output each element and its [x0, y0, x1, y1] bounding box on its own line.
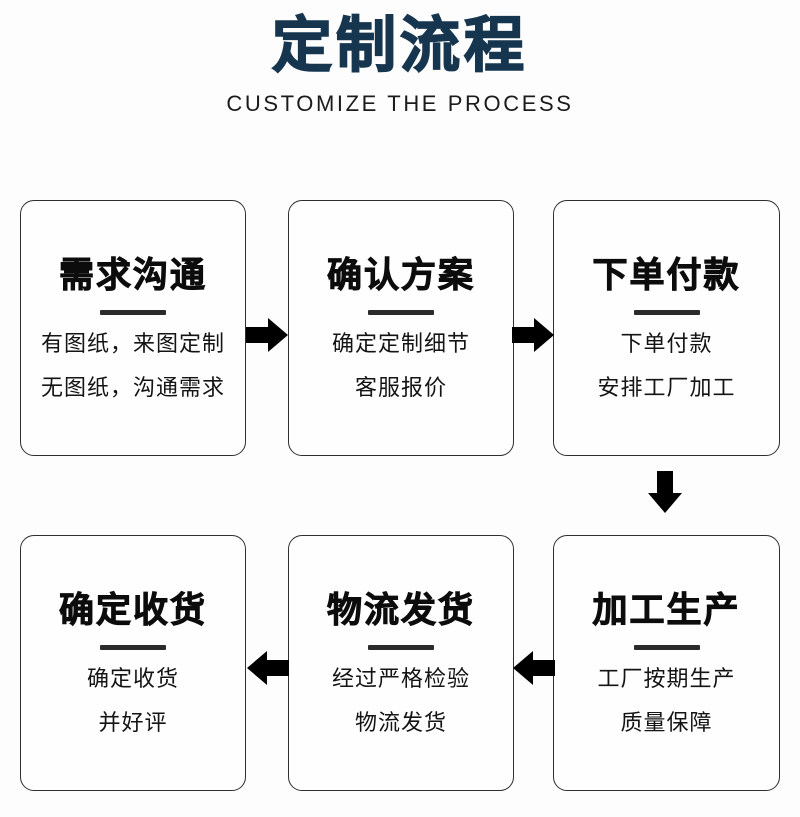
arrow-shaft [531, 660, 555, 676]
step-detail-line: 经过严格检验 [331, 666, 470, 692]
arrow-down-icon [648, 471, 682, 513]
process-step-card-1[interactable]: 需求沟通 有图纸，来图定制 无图纸，沟通需求 [20, 200, 246, 456]
step-title: 下单付款 [592, 255, 741, 295]
step-title: 确认方案 [326, 255, 475, 295]
arrow-head [268, 318, 288, 352]
arrow-right-icon [512, 318, 554, 352]
step-detail-line: 有图纸，来图定制 [40, 331, 225, 357]
title-divider [633, 310, 700, 316]
arrow-shaft [512, 327, 536, 343]
arrow-left-icon [513, 651, 555, 685]
arrow-head [513, 651, 533, 685]
page-title: 定制流程 [271, 12, 528, 79]
arrow-left-icon [247, 651, 289, 685]
page-header: 定制流程 CUSTOMIZE THE PROCESS [0, 0, 800, 116]
step-title: 物流发货 [326, 590, 475, 630]
step-detail-line: 确定定制细节 [331, 331, 470, 357]
arrow-shaft [246, 327, 270, 343]
step-detail-line: 无图纸，沟通需求 [40, 375, 225, 401]
arrow-right-icon [246, 318, 288, 352]
step-detail-line: 确定收货 [86, 666, 179, 692]
title-divider [368, 310, 434, 316]
page-subtitle: CUSTOMIZE THE PROCESS [226, 90, 574, 116]
arrow-shaft [657, 471, 673, 495]
step-detail-line: 质量保障 [620, 710, 713, 736]
title-divider [100, 645, 166, 651]
step-detail-line: 物流发货 [354, 710, 447, 736]
step-detail-line: 下单付款 [620, 331, 713, 357]
process-step-card-3[interactable]: 下单付款 下单付款 安排工厂加工 [553, 200, 780, 456]
process-step-card-4[interactable]: 加工生产 工厂按期生产 质量保障 [553, 535, 780, 791]
title-divider [633, 645, 700, 651]
step-title: 需求沟通 [58, 255, 207, 295]
arrow-head [648, 493, 682, 513]
title-divider [100, 310, 166, 316]
arrow-head [534, 318, 554, 352]
step-detail-line: 客服报价 [354, 375, 447, 401]
step-title: 加工生产 [592, 590, 741, 630]
process-step-card-2[interactable]: 确认方案 确定定制细节 客服报价 [288, 200, 514, 456]
step-detail-line: 工厂按期生产 [597, 666, 736, 692]
step-detail-line: 安排工厂加工 [597, 375, 736, 401]
process-step-card-6[interactable]: 确定收货 确定收货 并好评 [20, 535, 246, 791]
title-divider [368, 645, 434, 651]
arrow-head [247, 651, 267, 685]
process-step-card-5[interactable]: 物流发货 经过严格检验 物流发货 [288, 535, 514, 791]
step-detail-line: 并好评 [98, 710, 168, 736]
arrow-shaft [265, 660, 289, 676]
step-title: 确定收货 [58, 590, 207, 630]
